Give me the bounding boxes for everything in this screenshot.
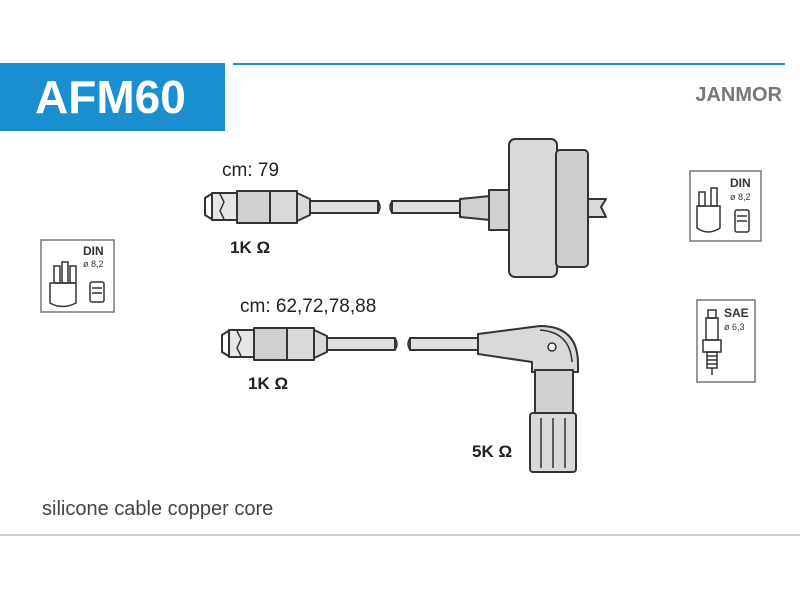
part-code: AFM60 <box>35 71 186 123</box>
cable-2-length: cm: 62,72,78,88 <box>240 296 377 317</box>
cable-2-wire-left <box>326 337 396 351</box>
cable-1-resistance: 1K Ω <box>230 238 271 257</box>
footer-rule <box>0 534 800 536</box>
distributor-din-icon-left: DIN ø 8,2 <box>40 239 115 313</box>
spark-plug-sae-size: ø 6,3 <box>724 322 745 332</box>
cable-1-length: cm: 79 <box>222 160 280 181</box>
cable-1-wire-left <box>309 200 379 214</box>
brand-name: JANMOR <box>695 84 782 106</box>
cable-description: silicone cable copper core <box>42 498 274 520</box>
header-rule <box>233 63 785 65</box>
cable-1-wire-right <box>391 200 461 214</box>
cable-2-left-terminal <box>221 327 328 361</box>
cable-2-spark-plug-boot <box>477 325 579 473</box>
distributor-din-right-name: DIN <box>730 176 751 190</box>
cable-2 <box>221 325 579 473</box>
cable-1-left-terminal <box>204 190 311 224</box>
distributor-din-left-name: DIN <box>83 244 104 258</box>
cable-2-resistance: 1K Ω <box>248 374 289 393</box>
part-code-box <box>0 63 225 131</box>
cable-1 <box>204 138 607 278</box>
cable-2-wire-right <box>409 337 479 351</box>
spark-plug-sae-name: SAE <box>724 306 749 320</box>
spark-plug-sae-icon: SAE ø 6,3 <box>696 299 756 383</box>
distributor-din-left-size: ø 8,2 <box>83 259 104 269</box>
distributor-din-right-size: ø 8,2 <box>730 192 751 202</box>
cable-1-coil-connector <box>459 138 607 278</box>
cable-2-boot-resistance: 5K Ω <box>472 442 513 461</box>
distributor-din-icon-right: DIN ø 8,2 <box>689 170 762 242</box>
